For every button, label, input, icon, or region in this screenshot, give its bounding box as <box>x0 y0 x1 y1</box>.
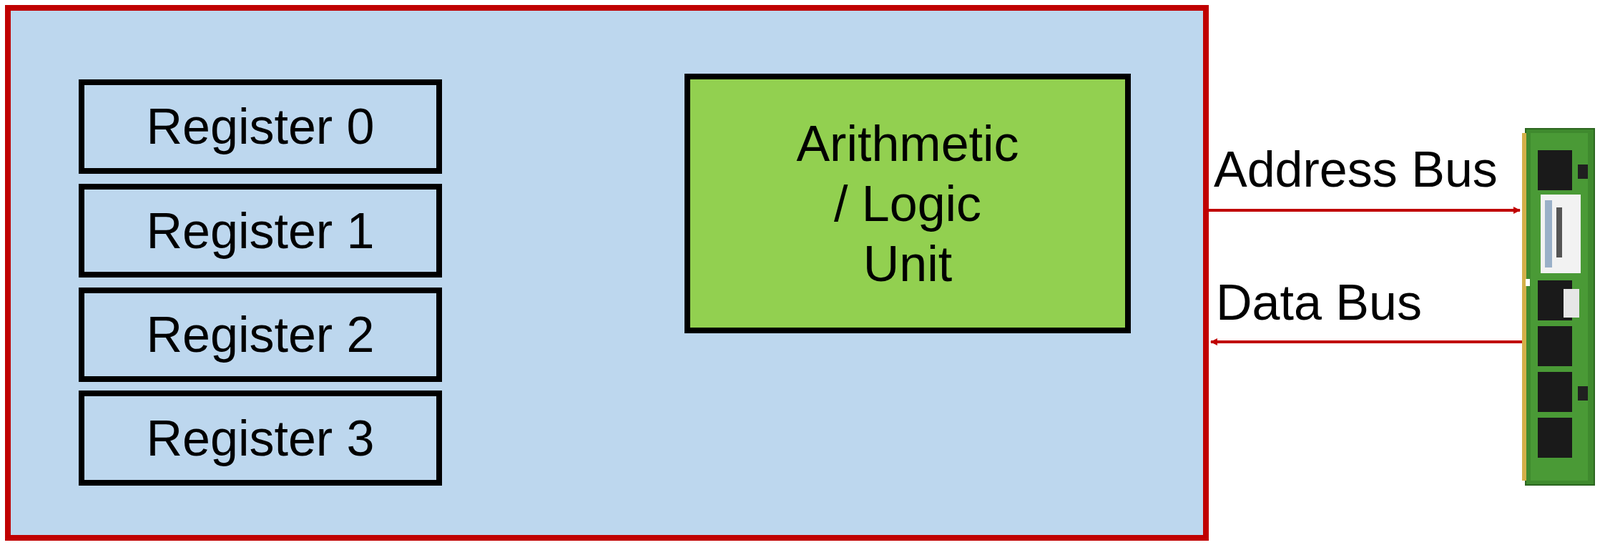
register-box: Register 1 <box>78 183 443 278</box>
text-stack: Arithmetic / Logic Unit <box>792 113 1023 294</box>
text-stack: Register 0 <box>145 96 375 157</box>
register-box: Register 0 <box>78 79 443 174</box>
text-stack: Register 2 <box>145 304 375 365</box>
register-box: Register 3 <box>78 390 443 486</box>
box-text: Register 0 <box>145 96 375 157</box>
memory-module <box>1522 128 1595 485</box>
text-stack: Register 1 <box>145 200 375 262</box>
bus-label: Address Bus <box>1213 144 1498 195</box>
text-stack: Register 3 <box>145 408 375 469</box>
register-box: Register 2 <box>78 287 443 382</box>
box-text: Register 3 <box>145 408 375 469</box>
box-text: Register 1 <box>145 200 375 262</box>
address-bus-wire <box>1208 208 1520 212</box>
data-bus-wire <box>1210 340 1523 344</box>
box-text: Arithmetic / Logic Unit <box>792 113 1023 294</box>
bus-label: Data Bus <box>1215 277 1422 328</box>
cpu-housing <box>7 7 1206 538</box>
alu-box: Arithmetic / Logic Unit <box>684 73 1131 334</box>
box-text: Register 2 <box>145 304 375 365</box>
